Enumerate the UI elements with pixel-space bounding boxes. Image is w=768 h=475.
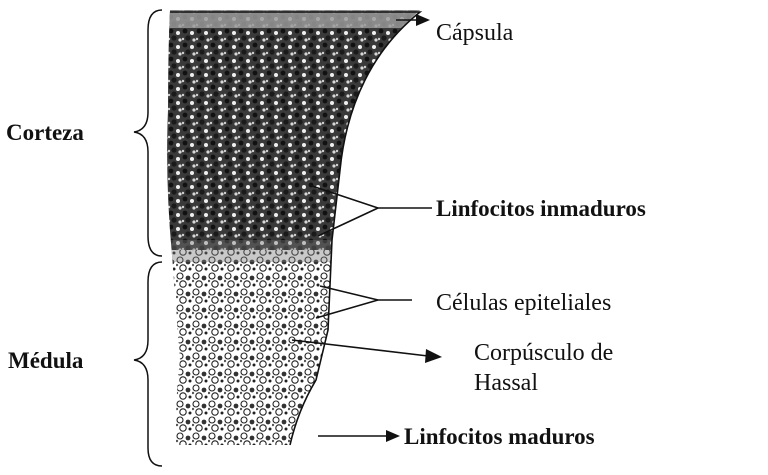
celulas-epiteliales-label: Células epiteliales	[436, 290, 611, 316]
corteza-brace	[134, 10, 162, 256]
capsula-label: Cápsula	[436, 20, 514, 46]
medula-label: Médula	[8, 348, 84, 373]
linfocitos-maduros-label: Linfocitos maduros	[404, 424, 595, 449]
tissue-section	[160, 10, 430, 450]
linfocitos-maduros-arrow	[318, 430, 400, 442]
corteza-label: Corteza	[6, 120, 84, 145]
corpusculo-label-line2: Hassal	[474, 370, 538, 396]
linfocitos-inmaduros-label: Linfocitos inmaduros	[436, 196, 646, 221]
medula-brace	[134, 262, 162, 466]
corpusculo-label-line1: Corpúsculo de	[474, 340, 613, 366]
